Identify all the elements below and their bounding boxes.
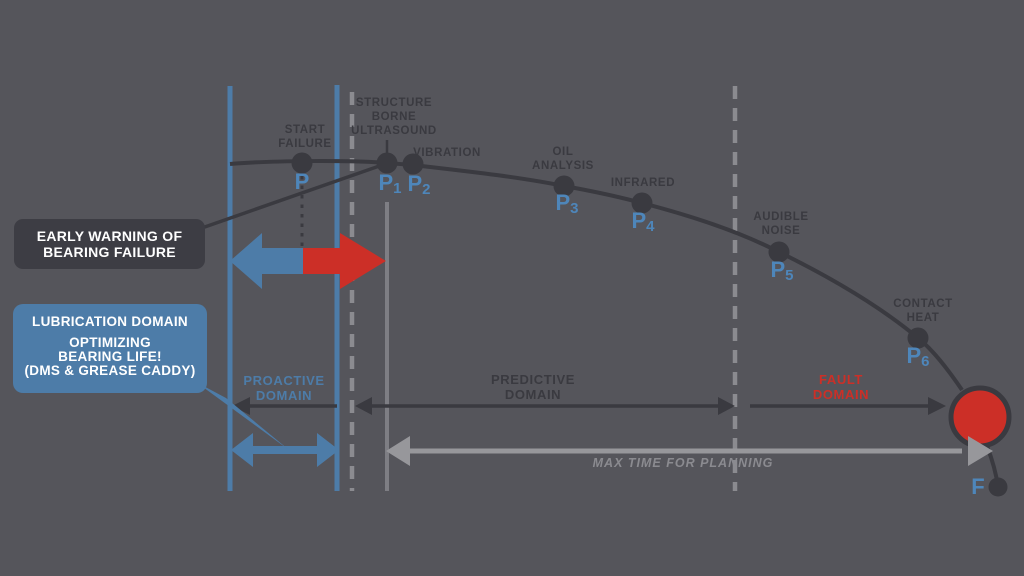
p-letter: P	[294, 169, 310, 194]
early-warning-red-arrow-icon	[303, 233, 386, 289]
method-label-start-failure: START FAILURE	[278, 124, 332, 150]
point-p	[291, 152, 313, 174]
p4-letter: P	[631, 208, 647, 233]
p5-sub: 5	[785, 267, 794, 284]
method-label-structure-borne-ultrasound: STRUCTURE BORNE ULTRASOUND	[351, 97, 437, 137]
max-time-label: MAX TIME FOR PLANNING	[592, 456, 774, 470]
lubrication-arrow-right-icon	[317, 433, 339, 467]
lubrication-callout: LUBRICATION DOMAIN OPTIMIZING BEARING LI…	[13, 304, 207, 393]
p6-sub: 6	[921, 353, 930, 370]
p2-letter: P	[407, 171, 423, 196]
p5-letter: P	[770, 257, 786, 282]
point-p5	[768, 241, 790, 263]
point-label-p3: P3	[555, 191, 578, 221]
method-label-audible-noise: AUDIBLE NOISE	[753, 211, 809, 237]
point-f	[988, 477, 1008, 497]
early-warning-text: EARLY WARNING OF BEARING FAILURE	[36, 228, 183, 260]
lubrication-callout-tail	[196, 382, 289, 450]
p1-letter: P	[378, 170, 394, 195]
proactive-domain-label: PROACTIVE DOMAIN	[243, 373, 325, 403]
point-p6	[907, 327, 929, 349]
point-label-p2: P2	[407, 172, 430, 202]
point-p4	[631, 192, 653, 214]
early-warning-pointer-line	[198, 162, 386, 231]
method-label-contact-heat: CONTACT HEAT	[893, 298, 953, 324]
max-time-arrow-right-icon	[968, 436, 993, 466]
point-p3	[553, 175, 575, 197]
point-label-p4: P4	[631, 209, 654, 239]
proactive-arrow-left-icon	[232, 397, 250, 415]
lubrication-arrow-left-icon	[231, 433, 253, 467]
p3-sub: 3	[570, 200, 579, 217]
method-label-vibration: VIBRATION	[413, 147, 481, 159]
p1-sub: 1	[393, 180, 402, 197]
p3-letter: P	[555, 190, 571, 215]
method-label-oil-analysis: OIL ANALYSIS	[532, 146, 594, 172]
p4-sub: 4	[646, 218, 655, 235]
point-label-f: F	[971, 475, 984, 499]
failure-zone-circle	[948, 385, 1012, 449]
predictive-arrow-left-icon	[355, 397, 372, 415]
lubrication-body: OPTIMIZING BEARING LIFE! (DMS & GREASE C…	[24, 335, 196, 378]
max-time-arrow-left-icon	[386, 436, 410, 466]
early-warning-callout: EARLY WARNING OF BEARING FAILURE	[14, 219, 205, 269]
pf-curve	[229, 159, 964, 392]
point-label-p1: P1	[378, 171, 401, 201]
early-warning-blue-arrow-icon	[230, 233, 303, 289]
point-p2	[402, 153, 424, 175]
point-p1	[376, 152, 398, 174]
predictive-domain-label: PREDICTIVE DOMAIN	[490, 372, 576, 402]
fault-domain-label: FAULT DOMAIN	[812, 372, 870, 402]
f-letter: F	[971, 474, 985, 499]
predictive-arrow-right-icon	[718, 397, 735, 415]
point-label-p6: P6	[906, 344, 929, 374]
p2-sub: 2	[422, 181, 431, 198]
lubrication-title: LUBRICATION DOMAIN	[32, 314, 188, 329]
point-label-p5: P5	[770, 258, 793, 288]
method-label-infrared: INFRARED	[610, 177, 676, 189]
p6-letter: P	[906, 343, 922, 368]
point-label-p: P	[295, 170, 310, 200]
fault-arrow-right-icon	[928, 397, 946, 415]
